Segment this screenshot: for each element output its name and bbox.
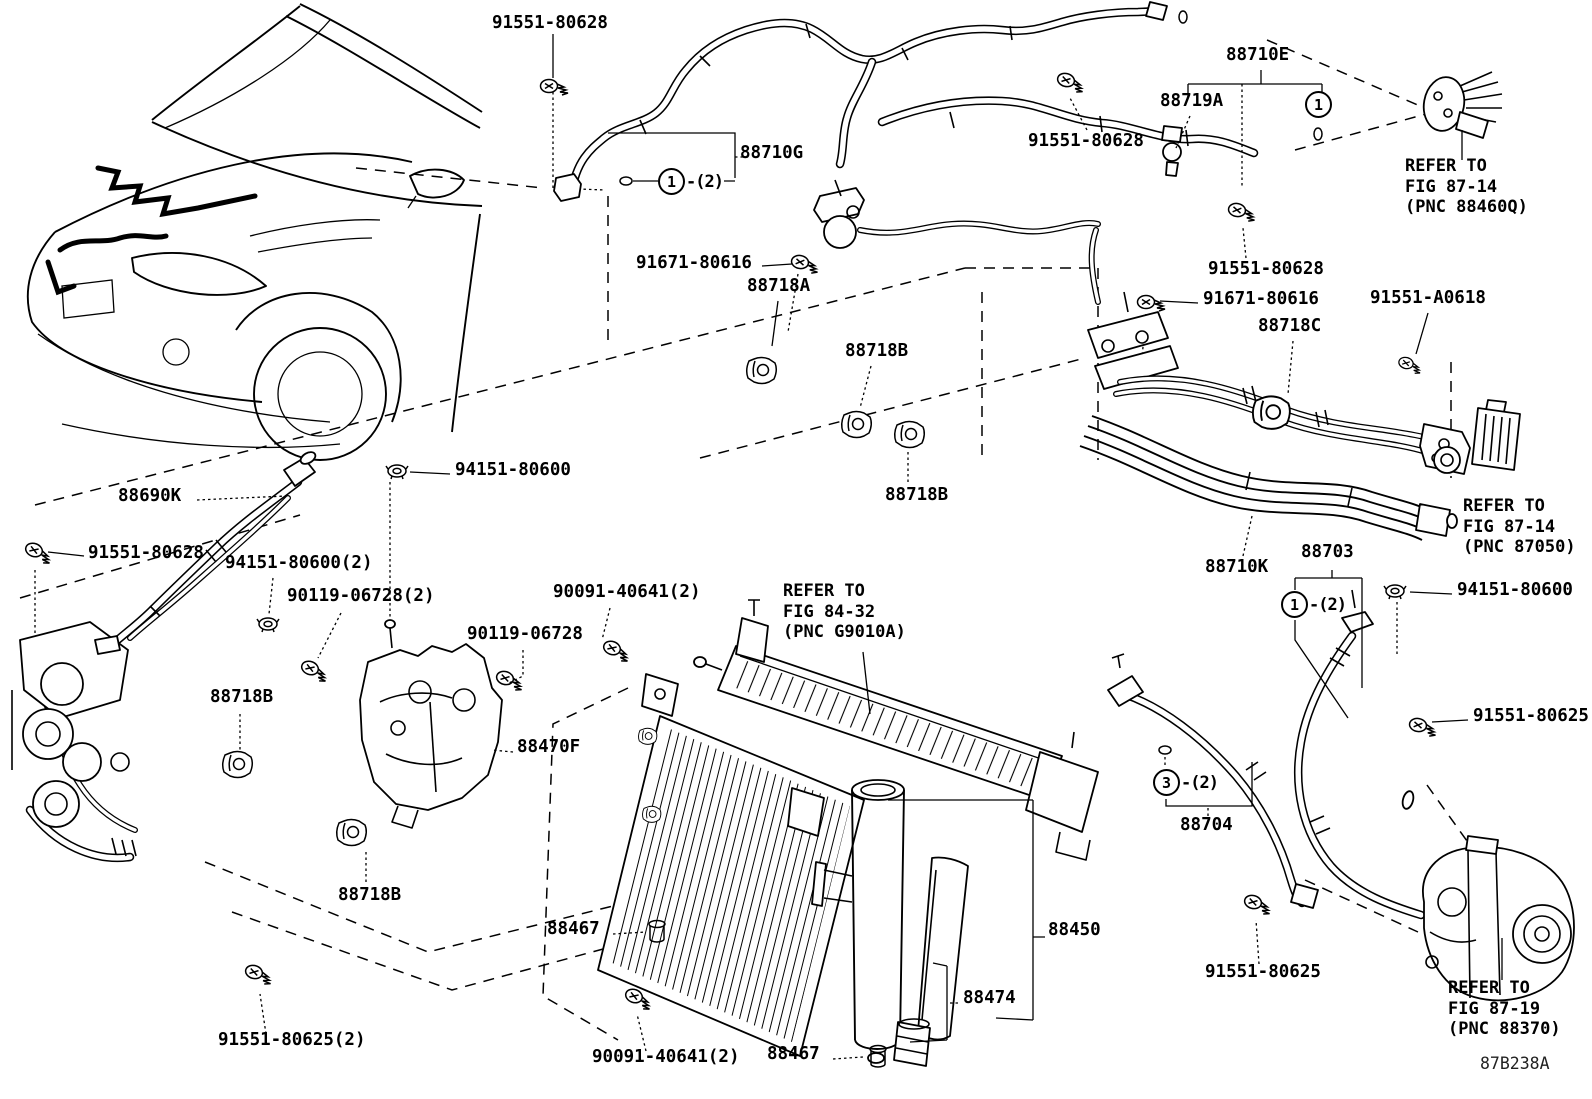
callout-1-qty2-top[interactable]: 1 -(2) bbox=[658, 168, 724, 195]
callout-circle: 1 bbox=[1305, 91, 1332, 118]
refer-note-fig87-14-87050: REFER TO FIG 87-14 (PNC 87050) bbox=[1463, 496, 1576, 557]
clamp-icon bbox=[745, 356, 778, 385]
refer-note-fig87-19-88370: REFER TO FIG 87-19 (PNC 88370) bbox=[1448, 978, 1561, 1039]
callout-1-qty2-right[interactable]: 1 -(2) bbox=[1281, 591, 1347, 618]
inverter-radiator bbox=[693, 599, 1099, 861]
screw-icon bbox=[1226, 201, 1258, 223]
part-label-91551-80628-4[interactable]: 91551-80628 bbox=[88, 543, 204, 563]
part-label-91551-80625-2[interactable]: 91551-80625 bbox=[1205, 962, 1321, 982]
part-label-91551-80625-1[interactable]: 91551-80625 bbox=[1473, 706, 1589, 726]
grommet-icon bbox=[1158, 745, 1172, 755]
nut-icon bbox=[385, 464, 409, 480]
part-label-88718C[interactable]: 88718C bbox=[1258, 316, 1322, 336]
clamp-icon bbox=[893, 420, 926, 449]
receiver-drier bbox=[811, 779, 969, 1067]
part-label-88467-2[interactable]: 88467 bbox=[767, 1044, 820, 1064]
screw-icon bbox=[493, 668, 526, 693]
nut-icon bbox=[1383, 584, 1407, 600]
connector-88460Q bbox=[1422, 71, 1503, 139]
part-label-94151-80600-1[interactable]: 94151-80600 bbox=[455, 460, 571, 480]
discharge-hoses bbox=[1107, 589, 1421, 915]
part-label-88710G[interactable]: 88710G bbox=[740, 143, 804, 163]
compressor-bracket-88470F bbox=[359, 619, 503, 829]
screw-icon bbox=[1396, 355, 1424, 376]
clamp-icon bbox=[335, 818, 368, 847]
callout-suffix: -(2) bbox=[1181, 772, 1219, 793]
part-label-88718B-1[interactable]: 88718B bbox=[845, 341, 909, 361]
leader-lines bbox=[47, 34, 1503, 1060]
part-label-94151-80600-2[interactable]: 94151-80600 bbox=[1457, 580, 1573, 600]
part-label-91671-80616-1[interactable]: 91671-80616 bbox=[636, 253, 752, 273]
part-label-88470F[interactable]: 88470F bbox=[517, 737, 581, 757]
callout-circle: 1 bbox=[658, 168, 685, 195]
screw-icon bbox=[1241, 892, 1274, 917]
condenser-core bbox=[597, 673, 865, 1057]
part-label-90119-06728[interactable]: 90119-06728 bbox=[467, 624, 583, 644]
part-label-88718B-3[interactable]: 88718B bbox=[210, 687, 274, 707]
screw-icon bbox=[600, 638, 633, 664]
part-label-88704[interactable]: 88704 bbox=[1180, 815, 1233, 835]
callout-circle: 1 bbox=[1281, 591, 1308, 618]
nut-icon bbox=[256, 617, 280, 633]
compressor bbox=[1401, 790, 1575, 1002]
refer-note-fig87-14-88460Q: REFER TO FIG 87-14 (PNC 88460Q) bbox=[1405, 156, 1528, 217]
part-label-88718B-2[interactable]: 88718B bbox=[885, 485, 949, 505]
part-label-91671-80616-2[interactable]: 91671-80616 bbox=[1203, 289, 1319, 309]
screw-icon bbox=[539, 78, 569, 96]
screw-icon bbox=[789, 253, 821, 275]
screw-icon bbox=[242, 962, 275, 987]
callout-3-qty2[interactable]: 3 -(2) bbox=[1153, 769, 1219, 796]
part-label-88710E[interactable]: 88710E bbox=[1226, 45, 1290, 65]
part-label-88467-1[interactable]: 88467 bbox=[547, 919, 600, 939]
part-label-91551-80628-3[interactable]: 91551-80628 bbox=[1208, 259, 1324, 279]
part-label-91551-80628-1[interactable]: 91551-80628 bbox=[492, 13, 608, 33]
refer-note-fig84-32-G9010A: REFER TO FIG 84-32 (PNC G9010A) bbox=[783, 581, 906, 642]
grommet-icon bbox=[1313, 127, 1323, 141]
part-label-90091-40641-x2-1[interactable]: 90091-40641(2) bbox=[553, 582, 701, 602]
clamp-icon bbox=[1251, 395, 1291, 430]
part-label-88450[interactable]: 88450 bbox=[1048, 920, 1101, 940]
part-label-88690K[interactable]: 88690K bbox=[118, 486, 182, 506]
screw-icon bbox=[22, 540, 55, 566]
clamp-icon bbox=[840, 410, 873, 439]
part-label-94151-80600-x2[interactable]: 94151-80600(2) bbox=[225, 553, 373, 573]
screw-icon bbox=[1054, 70, 1087, 95]
screw-icon bbox=[1407, 716, 1439, 738]
grommet-icon bbox=[1178, 10, 1188, 24]
liquid-pipe-assembly bbox=[1079, 291, 1471, 541]
part-label-88703[interactable]: 88703 bbox=[1301, 542, 1354, 562]
callout-suffix: -(2) bbox=[1309, 594, 1347, 615]
part-label-91551-A0618[interactable]: 91551-A0618 bbox=[1370, 288, 1486, 308]
part-label-91551-80628-2[interactable]: 91551-80628 bbox=[1028, 131, 1144, 151]
callout-circle: 3 bbox=[1153, 769, 1180, 796]
part-label-90119-06728-x2[interactable]: 90119-06728(2) bbox=[287, 586, 435, 606]
drawing-code: 87B238A bbox=[1480, 1054, 1550, 1073]
part-label-88719A[interactable]: 88719A bbox=[1160, 91, 1224, 111]
part-label-91551-80625-x2[interactable]: 91551-80625(2) bbox=[218, 1030, 366, 1050]
part-label-88718B-4[interactable]: 88718B bbox=[338, 885, 402, 905]
part-label-90091-40641-x2-2[interactable]: 90091-40641(2) bbox=[592, 1047, 740, 1067]
left-hose-and-block bbox=[11, 451, 317, 858]
part-label-88474[interactable]: 88474 bbox=[963, 988, 1016, 1008]
pressure-sensor bbox=[1161, 125, 1183, 177]
screw-icon bbox=[1136, 294, 1166, 312]
clamp-icon bbox=[221, 750, 254, 779]
screw-icon bbox=[298, 658, 331, 684]
grommet-icon bbox=[619, 176, 633, 186]
suction-hose-assembly bbox=[553, 1, 1254, 302]
part-label-88718A[interactable]: 88718A bbox=[747, 276, 811, 296]
callout-suffix: -(2) bbox=[686, 171, 724, 192]
part-label-88710K[interactable]: 88710K bbox=[1205, 557, 1269, 577]
callout-1-topright[interactable]: 1 bbox=[1305, 91, 1333, 118]
connector-87050 bbox=[1471, 399, 1521, 471]
car-outline bbox=[26, 3, 483, 461]
